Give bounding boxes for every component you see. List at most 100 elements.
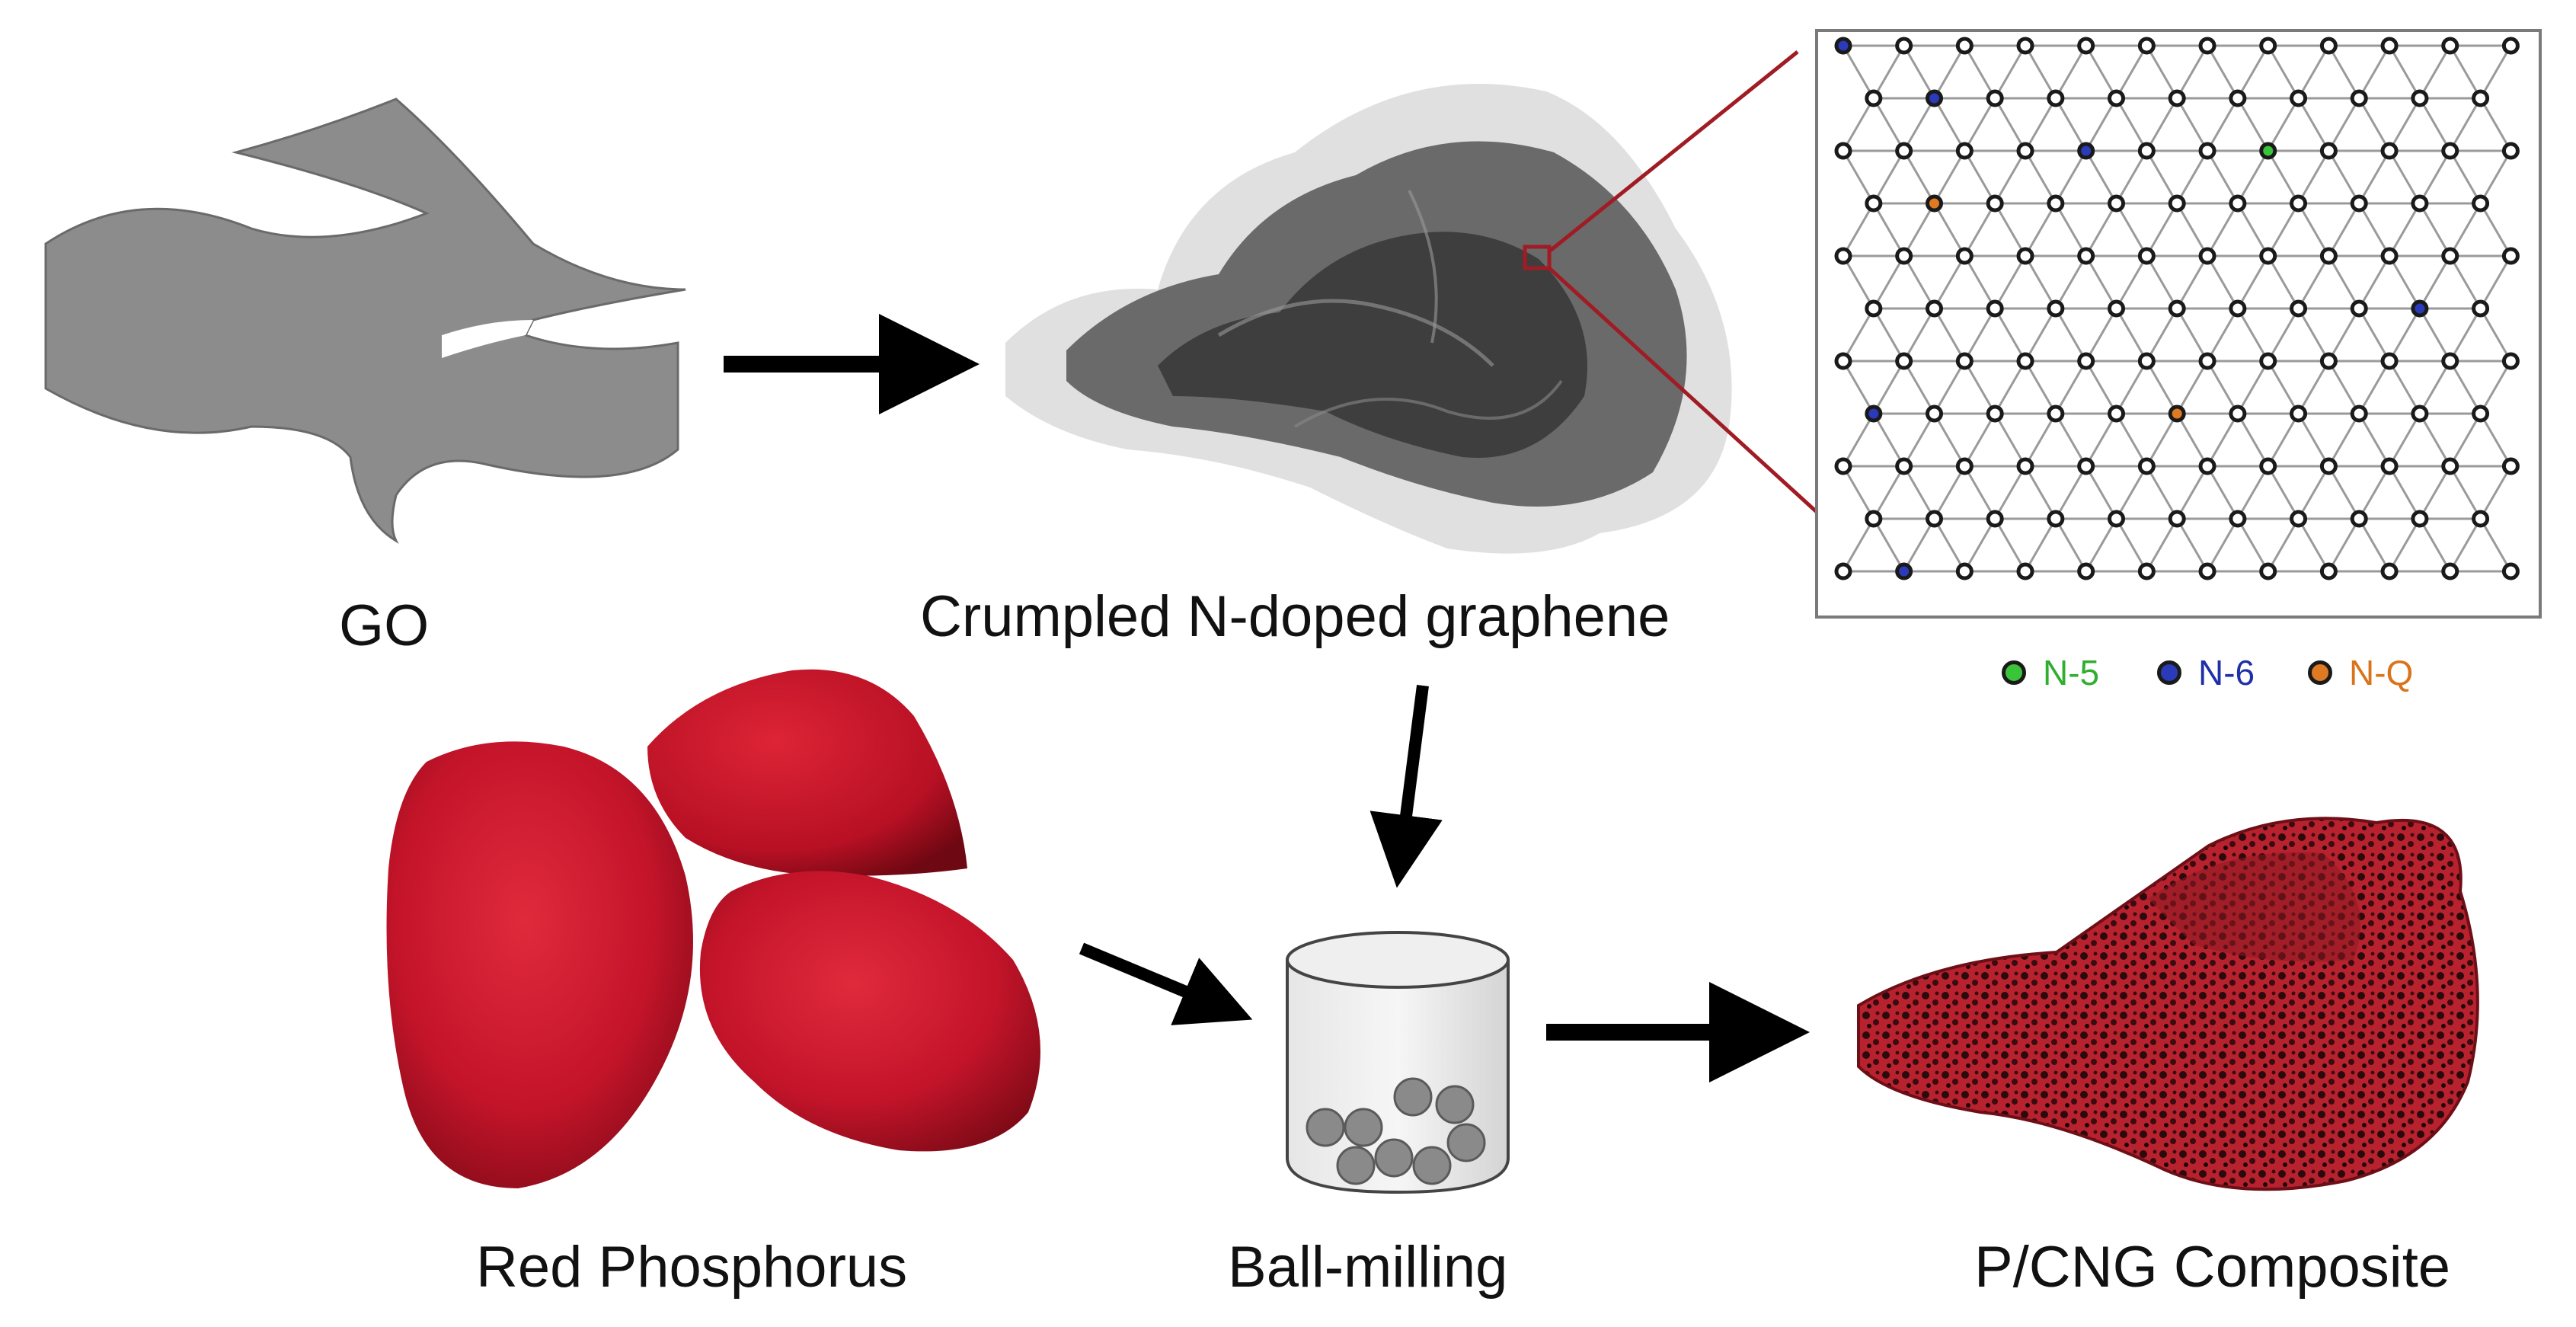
- carbon-atom: [1926, 404, 1944, 423]
- carbon-atom: [2137, 352, 2156, 370]
- carbon-atom: [2198, 142, 2216, 160]
- lattice-bond: [2175, 203, 2209, 257]
- lattice-bond: [2175, 413, 2209, 467]
- lattice-bond: [2206, 203, 2239, 257]
- lattice-bond: [2146, 45, 2178, 99]
- lattice-bond: [2418, 255, 2452, 309]
- lattice-bond: [1903, 518, 1935, 572]
- lattice-bond: [2328, 360, 2360, 414]
- lattice-bond: [2388, 203, 2421, 257]
- lattice-bond: [1842, 203, 1875, 257]
- carbon-atom: [2137, 562, 2156, 580]
- pcng-composite: [1857, 817, 2479, 1191]
- carbon-atom: [2108, 89, 2126, 107]
- lattice-bond: [2024, 518, 2057, 572]
- carbon-atom: [2198, 352, 2216, 370]
- lattice-bond: [2328, 255, 2360, 309]
- lattice-bond: [2357, 203, 2391, 257]
- carbon-atom: [1955, 142, 1974, 160]
- lattice-bond: [2115, 308, 2148, 362]
- lattice-bond: [1842, 150, 1875, 204]
- lattice-bond: [2175, 518, 2209, 572]
- go-sheet: [44, 98, 686, 544]
- carbon-atom: [2319, 37, 2338, 55]
- lattice-bond: [1842, 45, 1875, 99]
- carbon-atom: [1834, 352, 1852, 370]
- lattice-bond: [2267, 308, 2300, 362]
- lattice-bond: [2146, 255, 2178, 309]
- carbon-atom: [1895, 142, 1913, 160]
- lattice-bond: [2054, 360, 2087, 414]
- lattice-bond: [2479, 308, 2512, 362]
- carbon-atom: [2137, 142, 2156, 160]
- lattice-bond: [2449, 150, 2482, 204]
- lattice-bond: [2146, 465, 2178, 520]
- lattice-bond: [2449, 465, 2482, 520]
- lattice-bond: [2236, 360, 2270, 414]
- lattice-bond: [2267, 98, 2300, 152]
- lattice-bond: [1872, 465, 1905, 520]
- zoom-box: [1523, 245, 1552, 270]
- dopant-atom: [1926, 89, 1944, 107]
- carbon-atom: [2319, 562, 2338, 580]
- lattice-bond: [2085, 518, 2117, 572]
- lattice-bond: [1872, 255, 1905, 309]
- lattice-bond: [1842, 308, 1875, 362]
- lattice-bond: [2418, 45, 2452, 99]
- lattice-bond: [2357, 308, 2391, 362]
- lattice-bond: [2479, 203, 2512, 257]
- carbon-atom: [2016, 562, 2034, 580]
- lattice-bond: [1993, 150, 2027, 204]
- lattice-bond: [2206, 308, 2239, 362]
- lattice-bond: [2418, 150, 2452, 204]
- lattice-bond: [2024, 203, 2057, 257]
- legend-item-n5: N-5: [2002, 649, 2099, 693]
- legend-item-n6: N-6: [2157, 649, 2255, 693]
- carbon-atom: [1986, 299, 2004, 318]
- lattice-bond: [2418, 360, 2452, 414]
- lattice-bond: [2054, 413, 2087, 467]
- lattice-bond: [2236, 203, 2270, 257]
- lattice-bond: [2357, 45, 2391, 99]
- carbon-atom: [2472, 194, 2490, 213]
- lattice-bond: [2024, 45, 2057, 99]
- lattice-bond: [1872, 308, 1905, 362]
- carbon-atom: [2380, 352, 2399, 370]
- lattice-bond: [2085, 465, 2117, 520]
- dopant-atom: [1865, 404, 1883, 423]
- carbon-atom: [2380, 562, 2399, 580]
- carbon-atom: [1955, 247, 1974, 265]
- lattice-bond: [2236, 255, 2270, 309]
- lattice-bond: [2357, 98, 2391, 152]
- lattice-bond: [1903, 203, 1935, 257]
- carbon-atom: [2411, 404, 2429, 423]
- carbon-atom: [1986, 510, 2004, 528]
- arrow-graphene-to-mill: [1369, 684, 1443, 888]
- lattice-bond: [2024, 308, 2057, 362]
- carbon-atom: [2350, 89, 2368, 107]
- carbon-atom: [2290, 510, 2308, 528]
- lattice-bond: [2085, 203, 2117, 257]
- lattice-bond: [2357, 413, 2391, 467]
- carbon-atom: [2229, 89, 2247, 107]
- lattice-bond: [1964, 308, 1996, 362]
- carbon-atom: [2108, 404, 2126, 423]
- carbon-atom: [2501, 352, 2520, 370]
- carbon-atom: [2380, 37, 2399, 55]
- carbon-atom: [2380, 457, 2399, 475]
- carbon-atom: [1926, 510, 1944, 528]
- carbon-atom: [2047, 404, 2065, 423]
- carbon-atom: [2016, 142, 2034, 160]
- callout-line-top: [1548, 50, 1799, 253]
- lattice-bond: [2206, 413, 2239, 467]
- lattice-bond: [1872, 518, 1905, 572]
- legend-label-nq: N-Q: [2349, 652, 2414, 692]
- lattice-bond: [1842, 360, 1875, 414]
- lattice-bond: [2146, 150, 2178, 204]
- carbon-atom: [2350, 194, 2368, 213]
- lattice-bond: [2206, 98, 2239, 152]
- lattice-bond: [1993, 413, 2027, 467]
- lattice-bond: [1842, 465, 1875, 520]
- carbon-atom: [2319, 142, 2338, 160]
- carbon-atom: [2047, 194, 2065, 213]
